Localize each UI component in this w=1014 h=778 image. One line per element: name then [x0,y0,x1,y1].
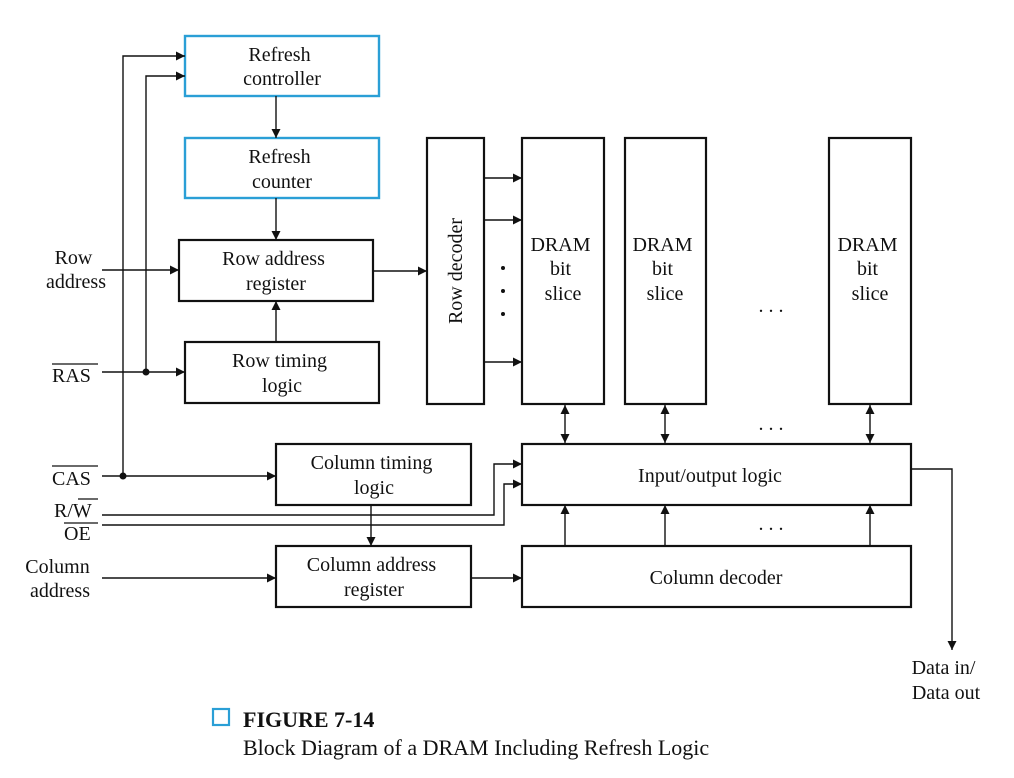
rw-wire [102,459,522,516]
dram-bit-slice-2-label-3: slice [647,283,684,305]
refresh-controller-block [183,34,381,98]
svg-text:DRAM bit slice: DRAM bit slice [530,234,595,305]
dram-bit-slice-1-label-1: DRAM [530,234,590,256]
row-address-register-label-1: Row address [222,248,325,270]
ras-signal-label: RAS [52,365,91,387]
dram-bit-slice-n [827,136,913,406]
dram-bit-slice-n-label-2: bit [857,258,879,280]
row-address-register-block [177,238,375,303]
column-address-register-label-1: Column address [307,554,437,576]
column-address-register-label-2: register [344,579,404,601]
column-address-signal-label-1: Column [25,556,89,578]
svg-text:DRAM bit slice: DRAM bit slice [632,234,697,305]
word-line-ellipsis-dot-2 [501,289,505,293]
dram-bit-slice-1-label-2: bit [550,258,572,280]
svg-text:Row timing logic: Row timing logic [232,350,332,397]
dram-bit-slice-2 [623,136,708,406]
rw-signal-label-w: W [73,500,92,522]
input-output-logic-label: Input/output logic [638,465,782,487]
caption-square-icon [211,707,231,727]
refresh-counter-label-1: Refresh [248,146,310,168]
dram-bit-slice-n-label-1: DRAM [837,234,897,256]
column-timing-logic-block [274,442,473,507]
refresh-counter-label-2: counter [252,171,312,193]
row-address-signal-label-2: address [46,271,106,293]
refresh-controller-label-2: controller [243,68,321,90]
svg-text:Row address register: Row address register [222,248,330,295]
word-line-ellipsis-dot-3 [501,312,505,316]
svg-text:R/W: R/W [54,500,92,522]
svg-text:Data in/ Data out: Data in/ Data out [912,657,981,704]
rw-signal-label-r: R/ [54,500,73,522]
svg-text:Column address: Column address [25,556,94,602]
column-address-register-block [274,544,473,609]
dram-bit-slice-2-label-2: bit [652,258,674,280]
figure-subtitle: Block Diagram of a DRAM Including Refres… [243,735,709,760]
column-address-signal-label-2: address [30,580,90,602]
row-address-register-label-2: register [246,273,306,295]
ras-to-refresh-controller-wire [145,71,185,372]
data-signal-label-2: Data out [912,682,981,704]
dram-bit-slice-1 [520,136,606,406]
svg-text:Refresh controller: Refresh controller [243,44,321,90]
svg-text:DRAM bit slice: DRAM bit slice [837,234,902,305]
row-address-signal-label-1: Row [55,247,93,269]
dram-bit-slice-1-label-3: slice [545,283,582,305]
row-decoder-block [425,136,486,406]
svg-text:Refresh counter: Refresh counter [248,146,315,193]
bit-slice-ellipsis: . . . [759,295,784,317]
dram-bit-slice-2-label-1: DRAM [632,234,692,256]
row-decoder-label: Row decoder [445,218,467,324]
column-timing-logic-label-2: logic [354,477,394,499]
svg-text:Column timing logic: Column timing logic [311,452,438,499]
svg-text:Row address: Row address [46,247,106,293]
input-output-logic-block [520,442,913,507]
row-timing-logic-label-1: Row timing [232,350,327,372]
cas-signal-label: CAS [52,468,91,490]
oe-wire [102,479,522,526]
refresh-controller-label-1: Refresh [248,44,310,66]
refresh-counter-block [183,136,381,200]
data-io-wire [911,468,957,650]
column-decoder-label: Column decoder [650,567,783,589]
column-timing-logic-label-1: Column timing [311,452,433,474]
column-decoder-block [520,544,913,609]
dram-bit-slice-n-label-3: slice [852,283,889,305]
io-link-ellipsis: . . . [759,413,784,435]
oe-signal-label: OE [64,523,91,545]
word-line-ellipsis-dot-1 [501,266,505,270]
data-signal-label-1: Data in/ [912,657,976,679]
svg-text:Column address register: Column address register [307,554,441,601]
row-timing-logic-label-2: logic [262,375,302,397]
figure-title: FIGURE 7-14 [243,707,374,732]
decoder-link-ellipsis: . . . [759,513,784,535]
cas-to-refresh-controller-wire [122,51,185,476]
